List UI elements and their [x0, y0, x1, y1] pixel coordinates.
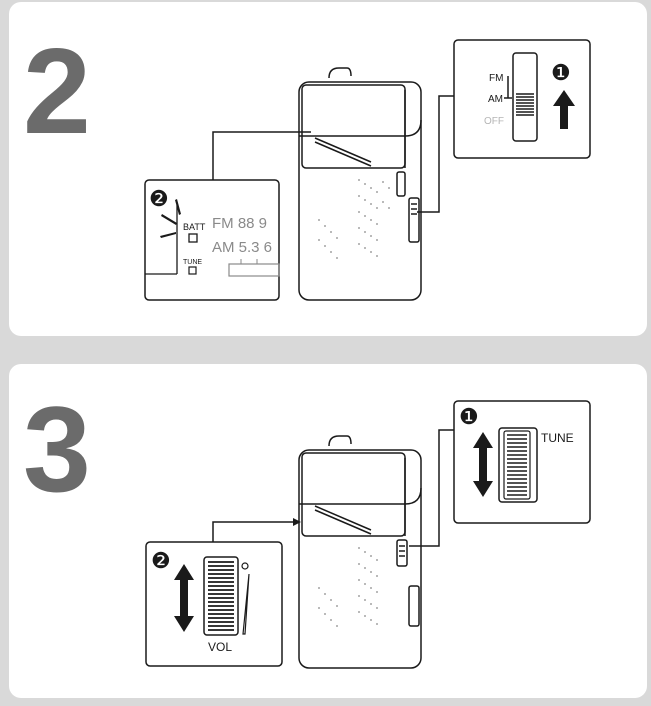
tune-indicator: [188, 266, 197, 275]
fm-frequency-text: FM 88 9: [212, 215, 267, 232]
band-label-off: OFF: [484, 116, 504, 127]
batt-indicator: [188, 233, 198, 243]
leader-lines: [212, 95, 455, 213]
tune-label: TUNE: [183, 259, 202, 266]
callout-1: ❶: [459, 404, 479, 429]
up-down-arrow-icon: [174, 564, 194, 632]
tune-dial-inset: ❶ TUNE: [453, 400, 591, 524]
callout-2: ❷: [151, 548, 171, 573]
display-inset: ❷ BATT TUNE FM 88 9 AM 5.3 6: [144, 179, 280, 301]
radio-device: [298, 67, 422, 301]
up-down-arrow-icon: [473, 432, 493, 497]
step-2-panel: 2: [9, 2, 647, 336]
speaker-grille: [318, 179, 390, 259]
step-number: 3: [23, 381, 91, 517]
step-3-panel: 3: [9, 364, 647, 698]
step-number: 2: [23, 23, 91, 159]
speaker-grille: [318, 547, 378, 627]
volume-dial-inset: ❷ VOL: [145, 541, 283, 667]
step-2-illustration: FM AM OFF ❶ ❷ BATT TUNE FM 88 9 AM 5.3 6: [144, 39, 591, 301]
band-switch-inset: FM AM OFF ❶: [453, 39, 591, 159]
blink-marks-icon: [160, 199, 181, 238]
volume-min-icon: [241, 562, 249, 570]
pointer-arrow-icon: [293, 518, 301, 526]
batt-label: BATT: [183, 222, 206, 232]
callout-1: ❶: [551, 60, 571, 85]
radio-device: [298, 435, 422, 669]
tune-dial-ridges: [507, 434, 527, 496]
callout-2: ❷: [149, 186, 169, 211]
volume-wedge-icon: [242, 573, 250, 635]
step-3-illustration: ❶ TUNE ❷: [145, 400, 591, 669]
arrow-up-icon: [553, 90, 575, 129]
am-frequency-text: AM 5.3 6: [212, 239, 272, 256]
band-label-fm: FM: [489, 73, 503, 84]
band-label-am: AM: [488, 94, 503, 105]
volume-dial-ridges: [208, 561, 234, 631]
leader-lines: [212, 429, 455, 547]
vol-label: VOL: [208, 640, 232, 654]
tune-label: TUNE: [541, 431, 574, 445]
